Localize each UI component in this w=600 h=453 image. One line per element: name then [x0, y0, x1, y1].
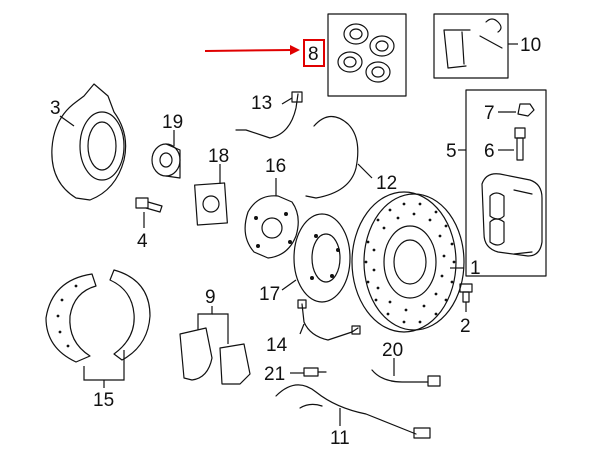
callout-12: 12 — [376, 173, 397, 194]
callout-11: 11 — [330, 428, 350, 449]
callout-21: 21 — [264, 364, 285, 385]
callout-20: 20 — [382, 340, 403, 361]
part-17-rotor-hat — [281, 213, 351, 303]
callout-14: 14 — [266, 335, 288, 356]
part-9-brake-pads — [179, 306, 251, 385]
callout-2: 2 — [460, 316, 471, 337]
part-1-brake-rotor — [351, 191, 465, 333]
callout-5: 5 — [446, 141, 457, 162]
highlight-arrow — [204, 39, 325, 67]
callout-6: 6 — [484, 141, 495, 162]
part-14-brake-line — [297, 299, 361, 341]
part-10-hardware-kit — [433, 13, 518, 79]
callout-15: 15 — [93, 390, 114, 411]
callout-8: 8 — [308, 44, 319, 65]
callout-17: 17 — [259, 284, 280, 305]
callout-19: 19 — [162, 112, 183, 133]
callout-4: 4 — [137, 231, 148, 252]
callout-9: 9 — [205, 287, 216, 308]
part-4-bolt — [135, 197, 163, 228]
part-16-wheel-hub — [244, 178, 299, 259]
part-20-speed-sensor — [371, 358, 441, 387]
part-11-sensor-harness — [275, 384, 431, 439]
callout-16: 16 — [265, 156, 286, 177]
part-15-brake-shoes — [45, 269, 151, 388]
part-12-sensor-wire — [305, 115, 373, 199]
callout-13: 13 — [251, 93, 272, 114]
callout-labels: 1 2 3 4 5 6 7 8 9 10 11 12 13 14 15 16 1… — [50, 35, 541, 449]
callout-1: 1 — [470, 258, 481, 279]
part-5-caliper-assembly — [458, 89, 547, 277]
callout-3: 3 — [50, 98, 61, 119]
part-2-bolt — [459, 283, 473, 312]
callout-7: 7 — [484, 103, 495, 124]
part-8-seal-kit — [327, 13, 407, 97]
part-21-sensor — [290, 367, 327, 377]
part-19-wheel-bearing — [151, 130, 181, 179]
part-18-backing-plate — [194, 164, 228, 226]
callout-10: 10 — [520, 35, 541, 56]
part-13-brake-hose — [235, 91, 303, 139]
callout-18: 18 — [208, 146, 229, 167]
part-3-dust-shield — [51, 83, 127, 201]
